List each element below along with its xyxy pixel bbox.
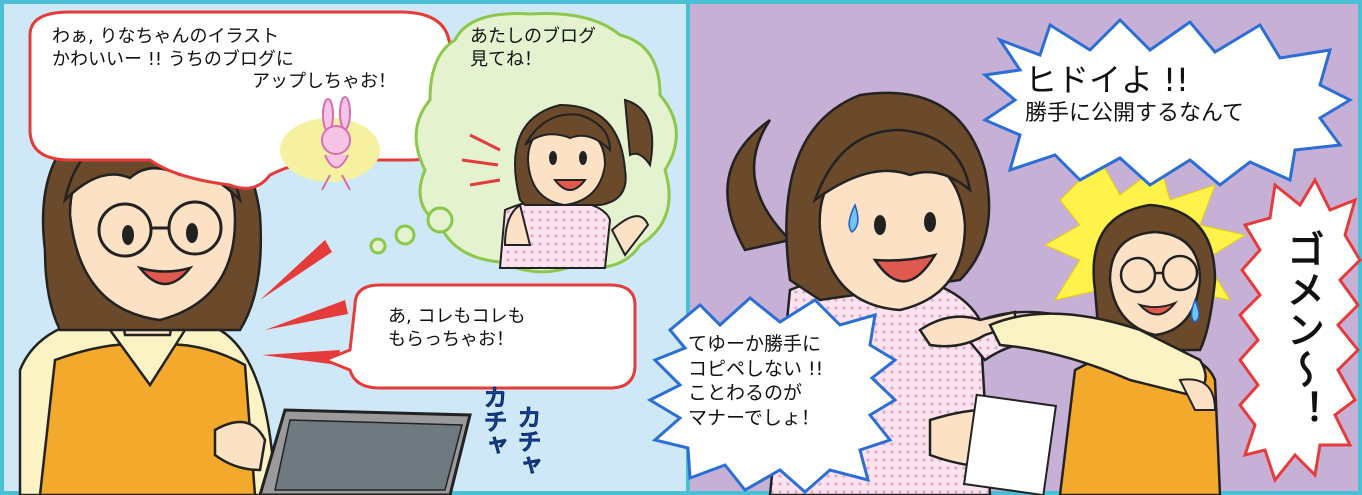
sfx-kacha-2: カチャ bbox=[513, 405, 542, 478]
bubble-main-text: わぁ, りなちゃんのイラスト かわいいー !! うちのブログに アップしちゃお！ bbox=[52, 26, 442, 94]
laptop bbox=[258, 408, 472, 495]
bubble-bottom-right-text: てゆーか勝手に コピペしない !! ことわるのが マナーでしょ！ bbox=[688, 332, 873, 431]
bubble-bottom-line2: もらっちゃお！ bbox=[388, 328, 514, 350]
bubble-bottom-right-line2: コピペしない !! bbox=[688, 357, 824, 380]
bubble-bottom-right-line3: ことわるのが bbox=[688, 382, 803, 405]
bubble-bottom-right-shape bbox=[646, 296, 898, 494]
thought-dot-2 bbox=[394, 224, 416, 246]
girl-apologizing bbox=[988, 159, 1247, 495]
action-lines bbox=[260, 240, 348, 365]
bubble-bottom-text: あ, コレもコレも もらっちゃお！ bbox=[388, 306, 628, 351]
bubble-top-right-text: ヒドイよ !! 勝手に公開するなんて bbox=[1025, 60, 1315, 128]
bubble-bottom-line1: あ, コレもコレも bbox=[388, 306, 526, 327]
bubble-gomen-shape bbox=[1238, 176, 1362, 484]
thought-line1: あたしのブログ bbox=[470, 26, 596, 47]
girl-in-thought bbox=[461, 98, 654, 269]
thought-bubble-text: あたしのブログ 見てね！ bbox=[470, 26, 650, 71]
bubble-top-right-shape bbox=[981, 17, 1354, 187]
bubble-bottom-shape bbox=[320, 283, 637, 390]
bubble-bottom-right-line1: てゆーか勝手に bbox=[688, 333, 822, 355]
thought-line2: 見てね！ bbox=[470, 48, 542, 70]
sfx-kacha-1: カチャ bbox=[479, 385, 508, 458]
bubble-main-line2: かわいいー !! うちのブログに bbox=[52, 48, 294, 70]
bubble-bottom-right-line4: マナーでしょ！ bbox=[688, 407, 820, 430]
bubble-main-line3: アップしちゃお！ bbox=[252, 71, 396, 92]
gomen-shout: ゴメン～！ bbox=[1280, 230, 1325, 430]
bubble-top-right-line1: ヒドイよ !! bbox=[1025, 61, 1189, 99]
bunny-illustration bbox=[280, 96, 380, 191]
thought-dot-1 bbox=[426, 206, 454, 234]
bubble-top-right-line2: 勝手に公開するなんて bbox=[1025, 101, 1244, 126]
bubble-main-line1: わぁ, りなちゃんのイラスト bbox=[52, 26, 280, 47]
thought-dot-3 bbox=[369, 237, 387, 255]
